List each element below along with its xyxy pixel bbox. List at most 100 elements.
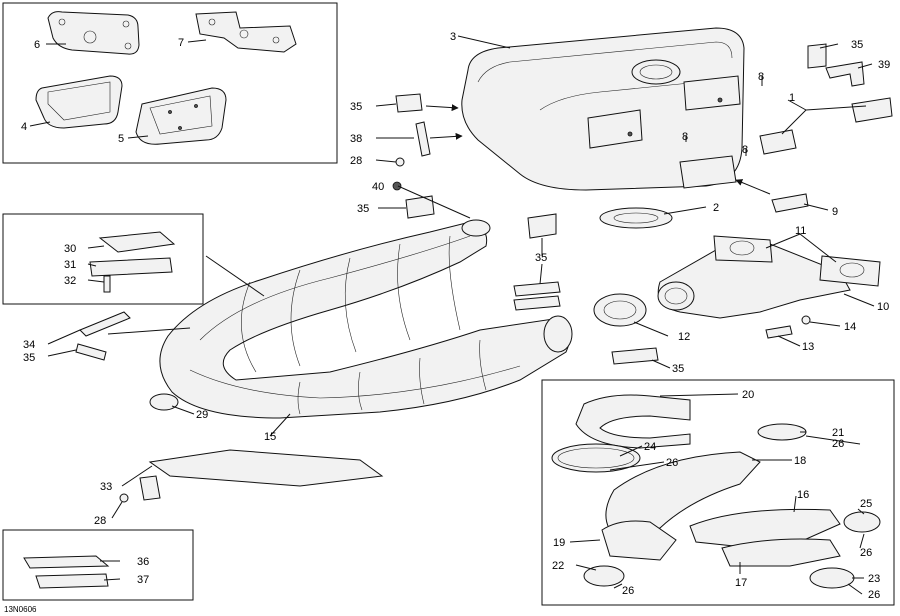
heat-shield-36	[23, 555, 110, 569]
callout-12: 12	[678, 331, 690, 343]
clip-1-a	[759, 129, 797, 155]
callout-35-lower: 35	[672, 363, 684, 375]
callout-3: 3	[450, 31, 456, 43]
rivet-32	[103, 275, 111, 293]
inset-left-detail-frame	[2, 213, 204, 305]
callout-16: 16	[797, 489, 809, 501]
clip-1-b	[851, 97, 893, 123]
callout-30: 30	[64, 243, 76, 255]
callout-32: 32	[64, 275, 76, 287]
callout-35-center: 35	[535, 252, 547, 264]
callout-labels: 6 7 4 5 3 35 39 1 8 8 8 9 2 11 10 14 13 …	[4, 31, 890, 614]
callout-26-a: 26	[832, 438, 844, 450]
callout-31: 31	[64, 259, 76, 271]
callout-17: 17	[735, 577, 747, 589]
callout-13: 13	[802, 341, 814, 353]
callout-38: 38	[350, 133, 362, 145]
muffler-outlet	[631, 59, 681, 85]
bracket-33	[148, 449, 384, 487]
callout-26-b: 26	[666, 457, 678, 469]
bolt-40	[392, 181, 402, 191]
callout-33: 33	[100, 481, 112, 493]
callout-35-left-lower: 35	[23, 352, 35, 364]
spring-35-left	[395, 93, 423, 113]
leader-lines	[29, 35, 875, 595]
heat-shield-37	[35, 573, 109, 589]
callout-29: 29	[196, 409, 208, 421]
spring-35-lower	[611, 347, 659, 365]
callout-11: 11	[795, 225, 806, 237]
heat-sleeve-19	[601, 520, 677, 561]
callout-28-bottom: 28	[94, 515, 106, 527]
direction-arrows	[425, 104, 771, 195]
callout-8-right: 8	[742, 144, 748, 156]
grommet-29	[149, 393, 179, 411]
clamp-24	[551, 443, 641, 473]
callout-9: 9	[832, 206, 838, 218]
callout-34: 34	[23, 339, 35, 351]
clamp-21	[757, 423, 807, 441]
callout-26-c: 26	[860, 547, 872, 559]
callout-4: 4	[21, 121, 27, 133]
spring-35-top	[807, 43, 827, 69]
tuned-pipe-15	[159, 221, 571, 419]
callout-26-e: 26	[868, 589, 880, 601]
callout-6: 6	[34, 39, 40, 51]
callout-18: 18	[794, 455, 806, 467]
shield-plate-4	[35, 75, 123, 129]
gasket-2	[599, 207, 673, 229]
heat-sleeve-17	[721, 538, 841, 567]
callout-36: 36	[137, 556, 149, 568]
callout-35-top: 35	[851, 39, 863, 51]
callout-28-top: 28	[350, 155, 362, 167]
callout-37: 37	[137, 574, 149, 586]
clamp-25	[843, 511, 881, 533]
callout-22: 22	[552, 560, 564, 572]
callout-1: 1	[789, 92, 795, 104]
bracket-38	[415, 121, 431, 157]
clip-9	[771, 193, 809, 213]
inset-bottom-right-frame	[541, 379, 895, 606]
callout-20: 20	[742, 389, 754, 401]
spring-35-mid	[405, 195, 435, 219]
callout-40: 40	[372, 181, 384, 193]
callout-8-top: 8	[758, 71, 764, 83]
heat-shield-6	[47, 11, 140, 55]
clamp-22	[583, 565, 625, 587]
callout-2: 2	[713, 202, 719, 214]
callout-24: 24	[644, 441, 656, 453]
nut-28-top	[395, 157, 405, 167]
coupler-12	[593, 293, 647, 327]
callout-39: 39	[878, 59, 890, 71]
shield-plate-5	[135, 87, 227, 145]
callout-35-mid: 35	[357, 203, 369, 215]
spring-35-center	[527, 213, 557, 239]
callout-7: 7	[178, 37, 184, 49]
bracket-39	[825, 61, 865, 87]
heat-sleeve-16	[689, 508, 841, 547]
clamp-23	[809, 567, 855, 589]
callout-23: 23	[868, 573, 880, 585]
inset-bottom-left-frame	[2, 529, 194, 601]
heat-sleeve-20	[575, 394, 691, 449]
callout-10: 10	[877, 301, 889, 313]
bracket-7	[195, 11, 297, 53]
nut-28-bottom	[119, 493, 129, 503]
plate-31	[89, 257, 173, 277]
bracket-30	[98, 231, 176, 253]
callout-19: 19	[553, 537, 565, 549]
inset-top-left-frame	[2, 2, 338, 164]
callout-15: 15	[264, 431, 276, 443]
callout-8-middle: 8	[682, 131, 688, 143]
bracket-34	[79, 311, 131, 337]
spring-35-left-lower	[75, 343, 107, 361]
callout-35-left: 35	[350, 101, 362, 113]
callout-25: 25	[860, 498, 872, 510]
callout-21: 21	[832, 427, 844, 439]
callout-14: 14	[844, 321, 856, 333]
callout-5: 5	[118, 133, 124, 145]
drawing-code: 13N0606	[4, 605, 37, 614]
callout-26-d: 26	[622, 585, 634, 597]
